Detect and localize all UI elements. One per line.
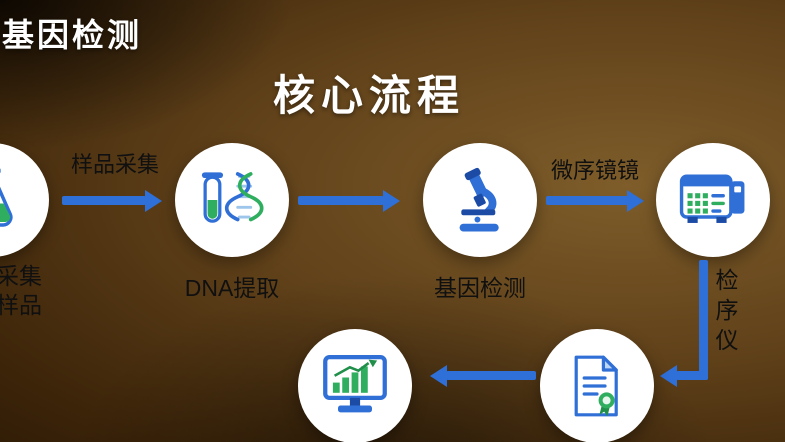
label-sample-collection: 采集 样品 [0, 262, 50, 320]
main-title: 核心流程 [272, 72, 465, 119]
arrow-report-to-analysis [446, 371, 536, 380]
label-sequencer-vertical: 检序仪 [712, 268, 738, 358]
dna-tube-icon [197, 166, 267, 234]
node-dna-extraction [175, 143, 289, 257]
elbow-arrow-left-segment [676, 371, 708, 380]
microscope-icon [446, 166, 514, 234]
arrow-label-sample-collection: 样品采集 [70, 152, 159, 177]
node-gene-testing [423, 143, 537, 257]
elbow-arrow-down-segment [699, 260, 708, 380]
label-dna-extraction: DNA提取 [184, 275, 280, 301]
node-analysis [298, 329, 412, 442]
sequencer-icon [679, 166, 747, 234]
flask-icon [0, 165, 23, 235]
arrow-testing-to-sequencer [546, 196, 628, 205]
label-sample-line2: 样品 [0, 292, 42, 318]
chart-monitor-icon [321, 352, 389, 420]
arrow-dna-to-testing [298, 196, 384, 205]
node-sequencer [656, 143, 770, 257]
label-sample-line1: 采集 [0, 263, 42, 289]
arrow-sample-to-dna [62, 196, 146, 205]
label-gene-testing: 基因检测 [434, 275, 526, 301]
arrow-label-sequencing: 微序镜镜 [550, 158, 639, 183]
page-title: 基因检测 [2, 17, 143, 53]
node-sample-collection [0, 143, 49, 257]
node-report [540, 329, 654, 442]
certificate-document-icon [565, 354, 629, 418]
